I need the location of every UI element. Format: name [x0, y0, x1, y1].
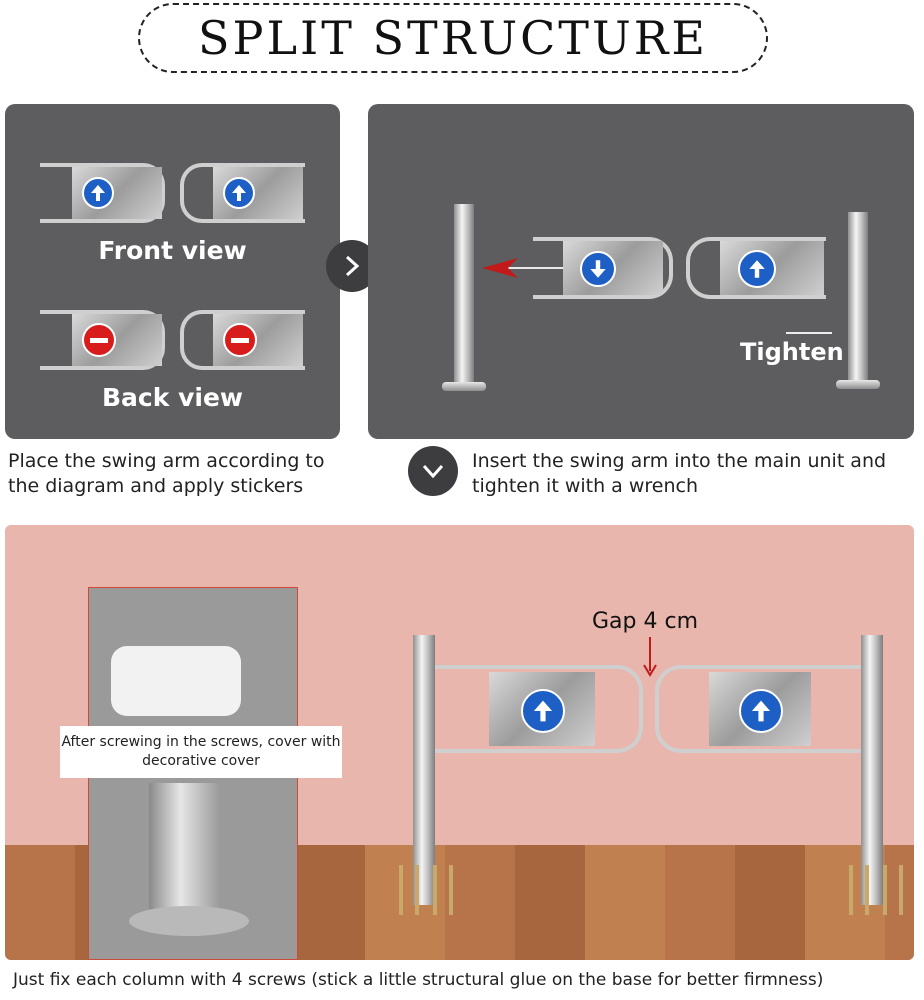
- no-entry-icon: [82, 323, 116, 357]
- left-base-screws-icon: [399, 865, 453, 915]
- inset-note: After screwing in the screws, cover with…: [60, 726, 342, 778]
- gap-marker-arrow-icon: [643, 637, 657, 677]
- right-caption: Insert the swing arm into the main unit …: [472, 450, 887, 497]
- scene-left-column: [413, 635, 435, 905]
- swing-arm-right-frame: [686, 237, 826, 299]
- front-view-arms: [40, 159, 305, 229]
- back-view-arms: [40, 306, 305, 376]
- chevron-down-icon: [408, 446, 458, 496]
- up-arrow-icon: [223, 177, 255, 209]
- back-arm-right-frame: [180, 310, 305, 370]
- back-arm-left-frame: [40, 310, 165, 370]
- swing-arm-left-frame: [533, 237, 673, 299]
- up-arrow-icon: [521, 689, 565, 733]
- inset-base-plate: [129, 906, 249, 936]
- tighten-label: Tighten: [740, 338, 844, 366]
- no-entry-icon: [223, 323, 257, 357]
- back-view-label: Back view: [102, 383, 243, 412]
- left-column-post: [454, 204, 474, 384]
- right-column-base: [836, 380, 880, 389]
- title-banner: SPLIT STRUCTURE: [138, 3, 768, 73]
- inset-column: [149, 783, 219, 923]
- scene-arm-right-frame: [655, 665, 861, 753]
- up-arrow-icon: [739, 689, 783, 733]
- front-arm-left-frame: [40, 163, 165, 223]
- insert-arrow-icon: [482, 258, 566, 278]
- front-arm-right-frame: [180, 163, 305, 223]
- up-arrow-icon: [82, 177, 114, 209]
- scene-right-column: [861, 635, 883, 905]
- installation-panel: Tighten: [368, 104, 914, 439]
- right-base-screws-icon: [849, 865, 903, 915]
- left-caption: Place the swing arm according to the dia…: [8, 450, 325, 497]
- left-column-base: [442, 382, 486, 391]
- up-arrow-icon: [738, 250, 776, 288]
- tighten-leader-line: [786, 332, 832, 334]
- down-arrow-icon: [580, 251, 616, 287]
- right-column-post: [848, 212, 868, 382]
- decorative-cover: [111, 646, 241, 716]
- sticker-views-panel: Front view Back view: [5, 104, 340, 439]
- front-view-label: Front view: [98, 236, 247, 265]
- scene-arm-left-frame: [435, 665, 643, 753]
- gap-label: Gap 4 cm: [592, 609, 699, 634]
- page-title: SPLIT STRUCTURE: [198, 11, 708, 65]
- bottom-caption: Just fix each column with 4 screws (stic…: [13, 970, 824, 990]
